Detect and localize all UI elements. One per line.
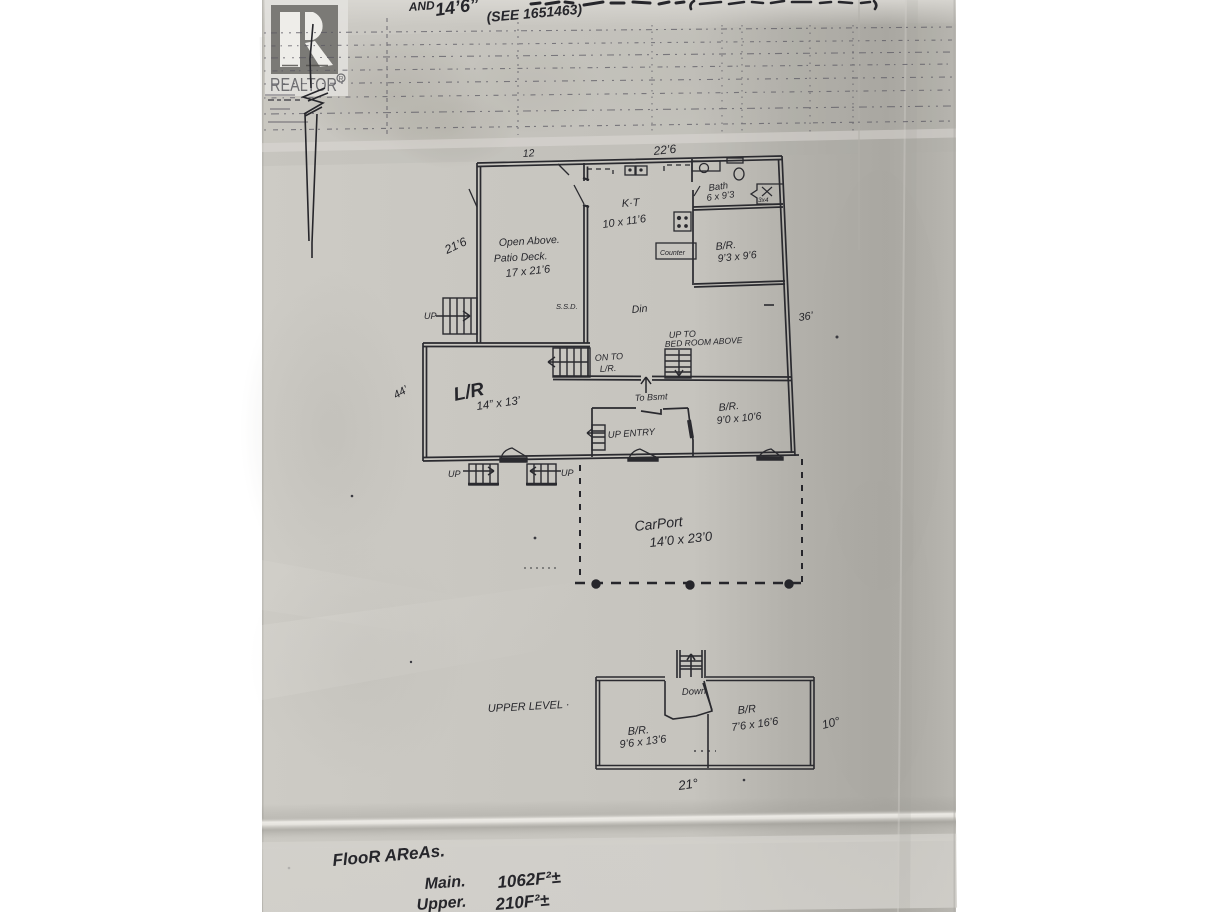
svg-text:17 x 21’6: 17 x 21’6: [505, 263, 552, 280]
svg-text:3x4: 3x4: [758, 197, 769, 204]
svg-text:R: R: [339, 76, 344, 83]
svg-text:UP ENTRY: UP ENTRY: [607, 427, 656, 441]
svg-text:36’: 36’: [798, 310, 815, 324]
svg-text:B/R: B/R: [737, 703, 757, 717]
svg-text:12: 12: [522, 147, 535, 160]
svg-text:UP TO: UP TO: [669, 329, 697, 340]
svg-text:UP: UP: [561, 468, 574, 478]
svg-text:B/R.: B/R.: [627, 724, 649, 738]
svg-text:UPPER LEVEL ·: UPPER LEVEL ·: [488, 699, 570, 715]
svg-text:B/R.: B/R.: [715, 239, 737, 253]
svg-text:210F²±: 210F²±: [494, 890, 551, 912]
svg-text:S.S.D.: S.S.D.: [556, 302, 578, 311]
svg-text:9’6 x 13’6: 9’6 x 13’6: [619, 733, 668, 751]
svg-text:21°: 21°: [676, 775, 699, 793]
svg-text:BED ROOM ABOVE: BED ROOM ABOVE: [665, 335, 743, 349]
svg-text:CarPort: CarPort: [634, 513, 685, 534]
svg-text:Din: Din: [631, 303, 648, 316]
svg-text:9’0 x 10’6: 9’0 x 10’6: [716, 410, 762, 427]
svg-text:K·T: K·T: [621, 197, 641, 210]
svg-text:Down: Down: [682, 686, 707, 698]
svg-text:AND: AND: [407, 0, 435, 14]
svg-text:UP: UP: [424, 311, 437, 321]
svg-text:UP: UP: [448, 469, 461, 479]
svg-text:REALTOR: REALTOR: [270, 74, 337, 95]
svg-text:Main.: Main.: [424, 873, 466, 893]
svg-text:To Bsmt: To Bsmt: [635, 391, 669, 403]
svg-text:L/R.: L/R.: [599, 363, 616, 374]
svg-text:Upper.: Upper.: [416, 894, 467, 912]
svg-text:14’0 x 23’0: 14’0 x 23’0: [649, 528, 714, 550]
svg-text:Patio Deck.: Patio Deck.: [494, 250, 548, 265]
svg-text:ON TO: ON TO: [594, 351, 623, 363]
svg-text:Open Above.: Open Above.: [499, 234, 560, 249]
svg-text:9’3 x 9’6: 9’3 x 9’6: [717, 249, 757, 265]
svg-text:22’6: 22’6: [652, 142, 677, 158]
svg-text:B/R.: B/R.: [718, 400, 740, 414]
svg-text:10°: 10°: [820, 714, 841, 732]
svg-text:14’6”: 14’6”: [434, 0, 480, 20]
svg-text:Bath: Bath: [708, 180, 729, 194]
svg-text:Counter: Counter: [660, 250, 686, 257]
svg-text:6 x 9’3: 6 x 9’3: [706, 189, 736, 204]
